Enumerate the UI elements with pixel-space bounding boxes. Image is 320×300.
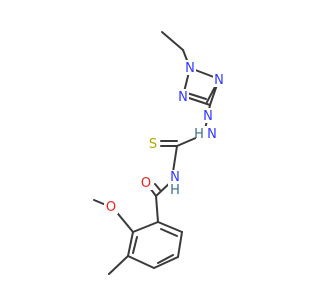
bond-tetrazole-c5-n4-double <box>186 92 207 100</box>
bond-ring-c3-c4 <box>127 255 155 269</box>
bond-co-o-double <box>154 183 161 191</box>
atom-label-tetrazole-n2: N <box>185 61 195 76</box>
atom-label-carbonyl-o: O <box>141 176 151 191</box>
molecule-svg: N N N N H N S N H O O <box>93 31 225 275</box>
bond-ring-c5-c6 <box>177 231 183 258</box>
bond-ring-c4-c5 <box>153 256 179 269</box>
mask-nh1 <box>196 126 220 141</box>
bond-ethyl-ch3-ch2 <box>161 31 184 51</box>
bond-ring-c2-c3 <box>127 231 134 257</box>
atom-label-nh-right-h: H <box>194 127 204 142</box>
mask-n4 <box>202 108 214 123</box>
bond-ring-c6-c1 <box>157 221 183 233</box>
atom-label-methoxy-o: O <box>106 200 116 215</box>
bond-co-ring <box>155 195 159 223</box>
mask-carbonyl-o <box>139 175 153 190</box>
atom-label-tetrazole-n3: N <box>178 90 188 105</box>
atom-label-nh-right-n: N <box>207 127 217 142</box>
atom-label-thione-s: S <box>149 137 157 152</box>
bond-ring-inner-1 <box>132 236 138 254</box>
mask-s <box>146 136 160 151</box>
bond-ring-inner-2 <box>157 254 174 264</box>
mask-n1 <box>213 72 225 87</box>
mask-n3 <box>177 89 189 104</box>
mask-n2 <box>184 60 196 75</box>
bond-cs-nh <box>172 145 178 173</box>
atom-label-tetrazole-n1: N <box>214 73 224 88</box>
mask-nh2 <box>168 170 182 196</box>
bond-ring-c3-methyl <box>108 255 129 275</box>
atom-label-amide-h: H <box>170 183 180 198</box>
bond-ring-inner-3 <box>160 228 178 237</box>
molecule-structure-diagram: N N N N H N S N H O O <box>93 31 225 275</box>
atom-label-amide-n: N <box>170 170 180 185</box>
bond-ring-c1-c2 <box>132 221 159 233</box>
bond-tetrazole-n1-c5-double <box>206 84 217 103</box>
atom-label-tetrazole-n4: N <box>203 109 213 124</box>
mask-methoxy-o <box>104 199 118 214</box>
